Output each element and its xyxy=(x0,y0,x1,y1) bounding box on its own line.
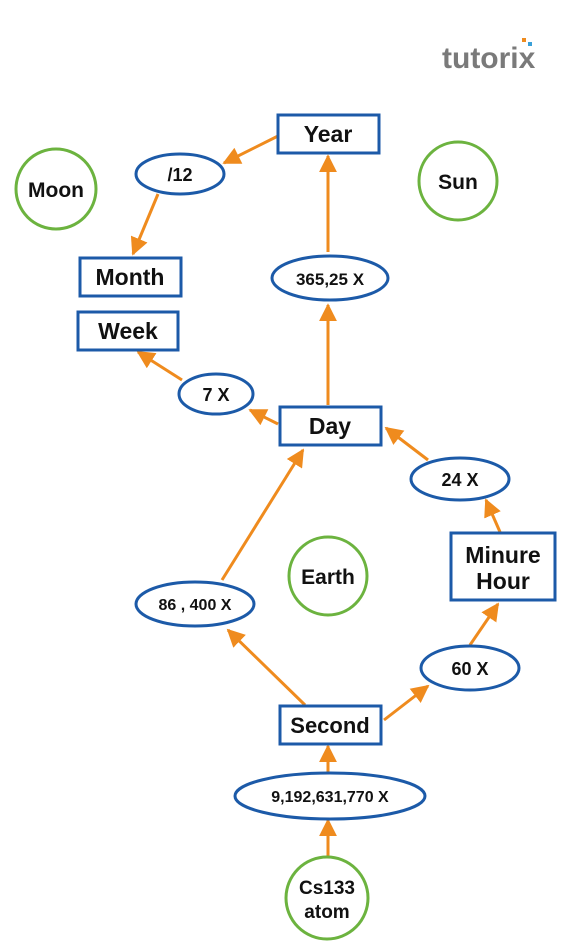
year-node: Year xyxy=(276,113,381,155)
week-label: Week xyxy=(98,318,158,344)
week-node: Week xyxy=(76,310,180,352)
arrow-day-to-mult7 xyxy=(248,408,279,426)
arrow-mult86400-to-day xyxy=(220,448,305,581)
logo-text: tutorix xyxy=(442,42,536,75)
minute-hour-label-line2: Hour xyxy=(476,568,530,594)
sun-node: Sun xyxy=(417,140,499,222)
logo-dot-blue xyxy=(528,42,532,46)
circle-nodes: Moon Sun Earth Cs133 atom xyxy=(14,140,499,941)
mult9192-node: 9,192,631,770 X xyxy=(233,771,427,821)
ellipse-nodes: /12 365,25 X 7 X 24 X 86 , 400 X 60 X xyxy=(134,152,521,821)
moon-label: Moon xyxy=(28,179,84,202)
rect-nodes: Year Month Week Day Minure Hour Secon xyxy=(76,113,557,746)
month-node: Month xyxy=(78,256,183,298)
minute-hour-label-line1: Minure xyxy=(465,542,540,568)
arrow-mult60-to-minute-hour xyxy=(468,602,500,646)
div12-node: /12 xyxy=(134,152,226,196)
mult9192-label: 9,192,631,770 X xyxy=(271,789,389,806)
mult86400-node: 86 , 400 X xyxy=(134,580,256,628)
arrow-second-to-mult60 xyxy=(383,684,430,722)
mult86400-label: 86 , 400 X xyxy=(159,597,232,614)
day-label: Day xyxy=(309,413,351,439)
tutorix-logo: tutorix xyxy=(442,38,536,75)
arrow-mult7-to-week xyxy=(136,350,183,382)
arrow-div12-to-month xyxy=(130,193,160,256)
arrows xyxy=(130,134,502,858)
second-node: Second xyxy=(278,704,383,746)
arrow-year-to-div12 xyxy=(222,134,279,165)
month-label: Month xyxy=(96,264,165,290)
earth-label: Earth xyxy=(301,566,355,589)
cs133-label-line2: atom xyxy=(304,902,349,923)
moon-node: Moon xyxy=(14,147,98,231)
div12-label: /12 xyxy=(167,165,192,185)
mult365-node: 365,25 X xyxy=(270,254,390,302)
mult60-label: 60 X xyxy=(451,659,488,679)
mult365-label: 365,25 X xyxy=(296,270,365,289)
mult7-label: 7 X xyxy=(202,385,229,405)
arrow-mult24-to-day xyxy=(384,426,429,462)
year-label: Year xyxy=(304,121,353,147)
second-label: Second xyxy=(290,713,369,738)
arrow-minute-hour-to-mult24 xyxy=(484,498,502,533)
cs133-label-line1: Cs133 xyxy=(299,878,355,899)
mult24-label: 24 X xyxy=(441,470,478,490)
mult7-node: 7 X xyxy=(177,372,255,416)
day-node: Day xyxy=(278,405,383,447)
arrow-second-to-mult86400 xyxy=(226,628,307,707)
logo-dot-orange xyxy=(522,38,526,42)
minute-hour-node: Minure Hour xyxy=(449,531,557,602)
mult60-node: 60 X xyxy=(419,644,521,692)
earth-node: Earth xyxy=(287,535,369,617)
sun-label: Sun xyxy=(438,171,478,194)
cs133-node: Cs133 atom xyxy=(284,855,370,941)
mult24-node: 24 X xyxy=(409,456,511,502)
